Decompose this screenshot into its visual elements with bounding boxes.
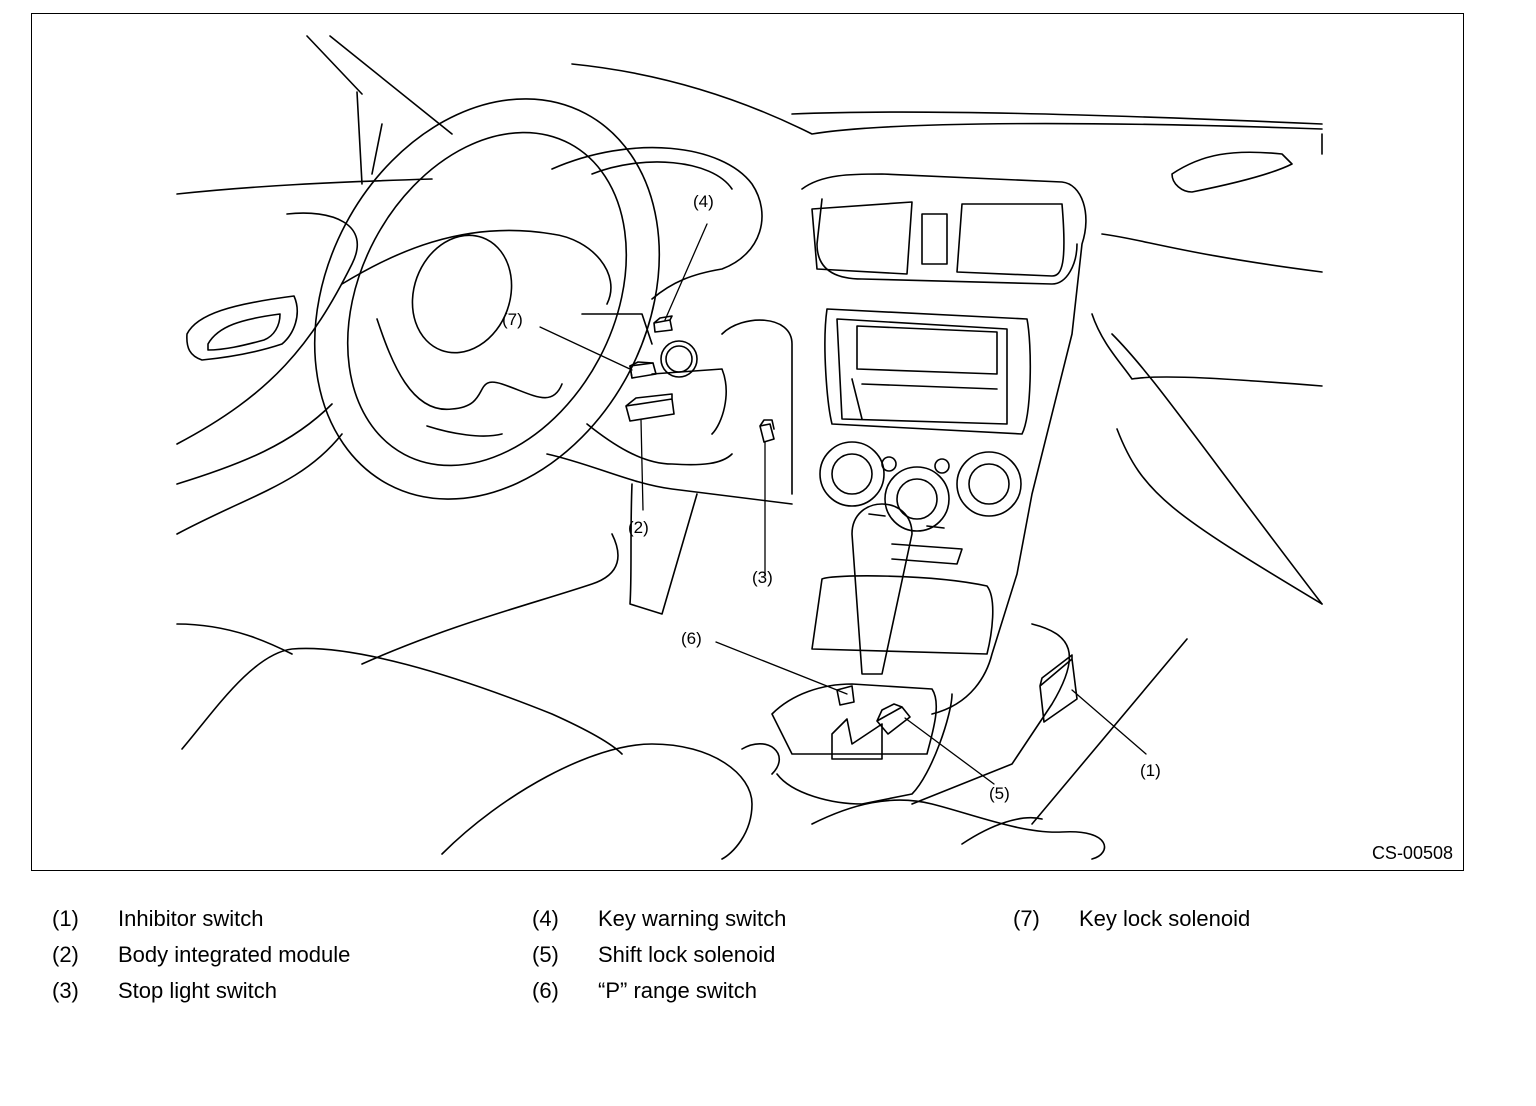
legend-number: (4) [532,906,559,931]
legend-number: (6) [532,978,559,1003]
callout-4: (4) [693,192,714,211]
legend-number: (7) [1013,906,1040,931]
legend-label: Body integrated module [118,942,351,967]
legend: (1) Inhibitor switch (2) Body integrated… [0,900,1536,1020]
legend-label: Stop light switch [118,978,277,1003]
callout-1: (1) [1140,761,1161,780]
legend-number: (2) [52,942,79,967]
callout-6: (6) [681,629,702,648]
legend-number: (5) [532,942,559,967]
legend-label: Key warning switch [598,906,787,931]
callout-3: (3) [752,568,773,587]
callout-7: (7) [502,310,523,329]
figure-id: CS-00508 [1371,843,1453,863]
dashboard-line-drawing [176,35,1323,860]
legend-label: Inhibitor switch [118,906,264,931]
legend-number: (1) [52,906,79,931]
legend-label: Shift lock solenoid [598,942,776,967]
callout-2: (2) [628,518,649,537]
steering-wheel [313,98,661,500]
legend-number: (3) [52,978,79,1003]
leader-lines [539,223,1147,785]
diagram-frame: (1) (5) (6) (3) (2) (7) (4) CS-00508 [31,13,1464,871]
callout-5: (5) [989,784,1010,803]
legend-label: “P” range switch [598,978,757,1003]
legend-label: Key lock solenoid [1079,906,1251,931]
